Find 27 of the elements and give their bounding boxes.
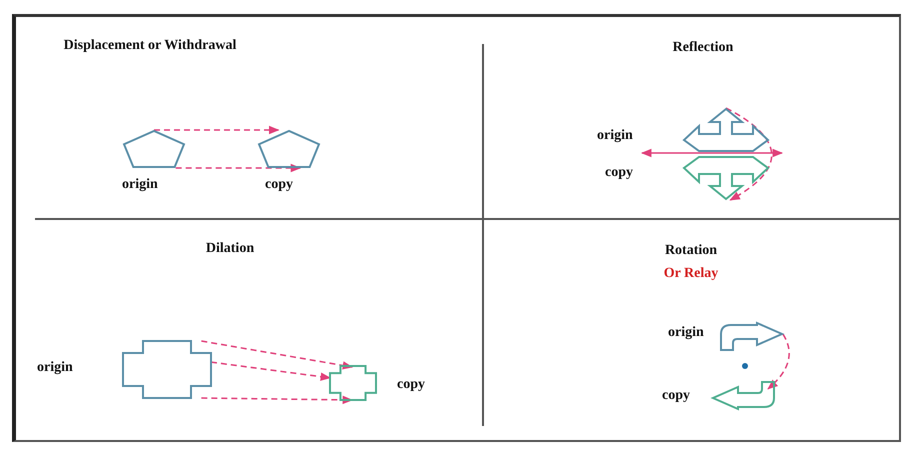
shape-caption: copy bbox=[605, 165, 633, 181]
four-way-arrow-shape bbox=[683, 156, 769, 200]
panel-title: Dilation bbox=[206, 241, 254, 257]
dashed-arrow bbox=[201, 340, 354, 370]
shape-caption: origin bbox=[597, 128, 633, 144]
panel-title: Reflection bbox=[672, 40, 734, 56]
panel-title: Rotation bbox=[664, 243, 718, 259]
curved-arrow-shape bbox=[712, 381, 778, 409]
panel-title: Displacement or Withdrawal bbox=[64, 38, 236, 54]
dashed-arrow bbox=[176, 164, 302, 172]
shape-caption: origin bbox=[122, 177, 158, 193]
shape-caption: copy bbox=[265, 177, 293, 193]
cross-shape bbox=[123, 341, 211, 398]
dashed-arrow bbox=[726, 107, 772, 201]
panel-title: Or Relay bbox=[664, 266, 718, 282]
shape-caption: origin bbox=[668, 325, 704, 341]
dashed-arrow bbox=[210, 361, 332, 381]
curved-arrow-shape bbox=[717, 323, 783, 351]
shape-caption: copy bbox=[397, 377, 425, 393]
pentagon-shape bbox=[123, 130, 185, 168]
shape-caption: origin bbox=[37, 360, 73, 376]
pentagon-shape bbox=[258, 130, 320, 168]
four-way-arrow-shape bbox=[683, 108, 769, 152]
shape-caption: copy bbox=[662, 388, 690, 404]
dashed-arrow bbox=[154, 126, 280, 134]
cross-shape bbox=[330, 366, 376, 400]
dashed-arrow bbox=[767, 334, 790, 390]
